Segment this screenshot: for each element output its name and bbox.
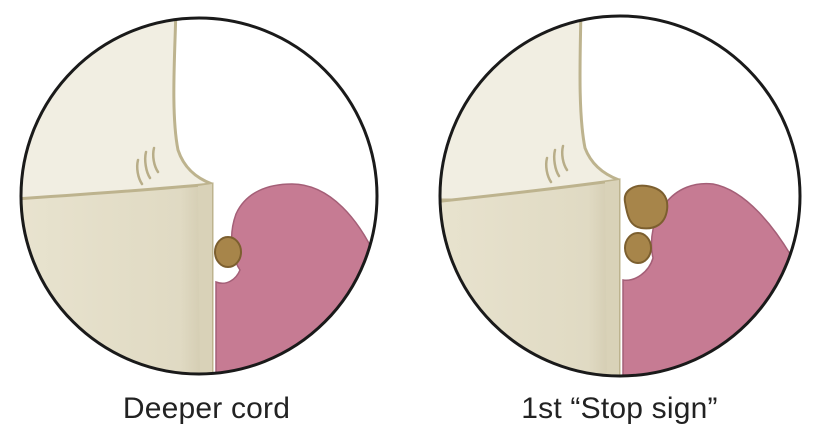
diagram-panel-stop-sign: 1st “Stop sign” bbox=[413, 0, 826, 436]
panel-caption: Deeper cord bbox=[0, 390, 413, 428]
panel-caption: 1st “Stop sign” bbox=[413, 390, 826, 428]
diagram-panel-deeper-cord: Deeper cord bbox=[0, 0, 413, 436]
circular-view-stop-sign bbox=[413, 0, 826, 392]
nodule bbox=[215, 237, 241, 267]
nodule-small bbox=[625, 233, 651, 263]
lower-tissue-plate bbox=[413, 180, 619, 392]
circular-view-deeper-cord bbox=[0, 0, 413, 392]
tissue-edge bbox=[198, 184, 212, 392]
tissue-edge bbox=[605, 180, 619, 392]
nodule-large bbox=[625, 186, 668, 229]
lower-tissue-plate bbox=[0, 184, 212, 392]
